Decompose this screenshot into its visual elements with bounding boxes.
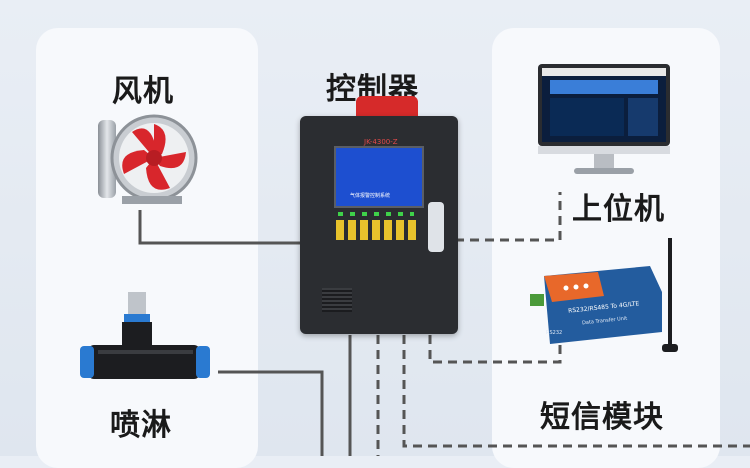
controller-vent (322, 288, 352, 312)
left-panel (36, 28, 258, 468)
sms-module-label: 短信模块 (540, 400, 664, 435)
router-icon (530, 238, 678, 352)
controller-keypad-row2 (336, 232, 416, 240)
controller-model-tag: JK-4300-Z (364, 138, 398, 146)
connection-wires (138, 192, 750, 456)
sprinkler-label: 喷淋 (110, 408, 172, 443)
controller-screen-caption: 气体报警控制系统 (350, 193, 391, 199)
controller-screen (334, 146, 424, 208)
controller-cabinet: JK-4300-Z 气体报警控制系统 (300, 116, 458, 334)
pipe-valve-icon (80, 292, 210, 379)
fan-label: 风机 (112, 74, 174, 109)
alarm-light-icon (356, 96, 418, 118)
monitor-icon (538, 64, 670, 174)
computer-label: 上位机 (572, 192, 665, 227)
sms-module-port-label: RS232 (546, 330, 563, 336)
axial-fan-icon (98, 114, 198, 204)
controller-door-handle[interactable] (428, 202, 444, 252)
controller-indicator-row (338, 212, 414, 216)
